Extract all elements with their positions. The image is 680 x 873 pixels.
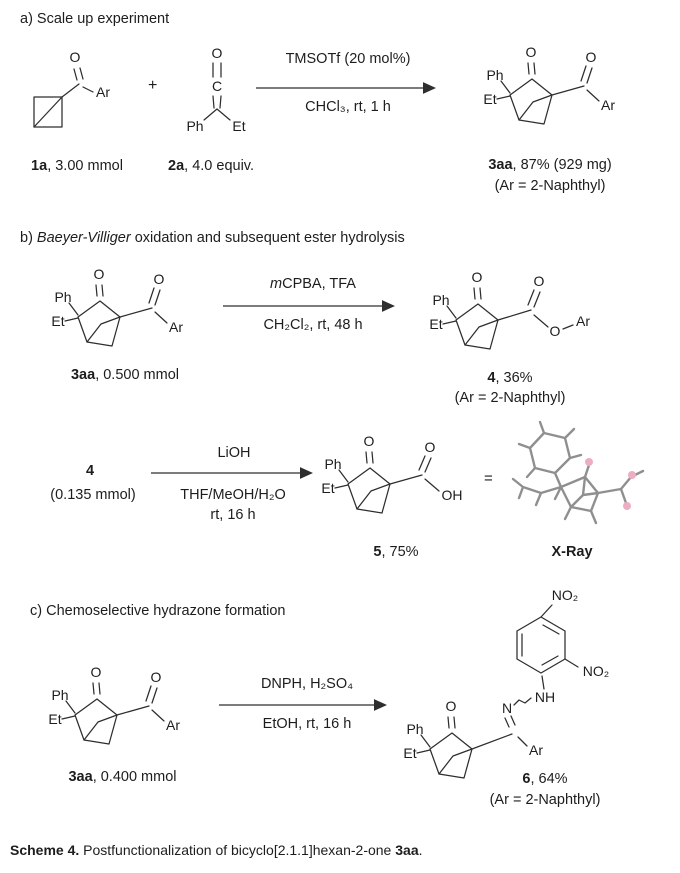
structure-4: O O Ar xyxy=(428,268,590,350)
section-b-heading: b) Baeyer-Villiger oxidation and subsequ… xyxy=(20,230,405,246)
reaction-arrow-b1 xyxy=(223,300,395,312)
label-4: 4, 36% xyxy=(487,370,533,386)
atom-label-no2-top: NO₂ xyxy=(552,587,578,603)
atom-label-c: C xyxy=(212,78,222,94)
label-5: 5, 75% xyxy=(373,544,419,560)
label-4-reactant: 4 xyxy=(85,463,95,479)
atom-label-oh: OH xyxy=(442,487,463,503)
section-c-heading: c) Chemoselective hydrazone formation xyxy=(30,603,286,619)
structure-2a: O C Ph Et xyxy=(186,45,245,134)
structure-3aa-reactant-b: O Ar xyxy=(50,265,183,347)
atom-label-o: O xyxy=(154,271,165,287)
structure-1a: O Ar xyxy=(33,49,110,128)
structure-3aa-reactant-c: O Ar xyxy=(47,663,180,745)
label-3aa-product: 3aa, 87% (929 mg) xyxy=(488,157,612,173)
conditions-b1-below: CH₂Cl₂, rt, 48 h xyxy=(263,317,363,333)
section-a-heading: a) Scale up experiment xyxy=(20,11,170,27)
conditions-b2-below2: rt, 16 h xyxy=(210,507,256,523)
xray-structure-image xyxy=(511,420,645,525)
conditions-a-below: CHCl₃, rt, 1 h xyxy=(305,99,391,115)
atom-label-ar: Ar xyxy=(166,717,180,733)
conditions-b2-above: LiOH xyxy=(217,445,251,461)
atom-label-et: Et xyxy=(232,118,245,134)
conditions-a-above: TMSOTf (20 mol%) xyxy=(285,51,411,67)
conditions-c-below: EtOH, rt, 16 h xyxy=(262,716,352,732)
note-ar-6: (Ar = 2-Naphthyl) xyxy=(489,792,601,808)
structure-6: N NH NO₂ NO₂ Ar xyxy=(402,587,609,779)
equals-sign: = xyxy=(484,470,493,487)
xray-oxygen-atoms xyxy=(585,458,636,510)
atom-label-ar: Ar xyxy=(601,97,615,113)
label-xray: X-Ray xyxy=(551,544,593,560)
atom-label-n: N xyxy=(502,700,512,716)
note-ar-4: (Ar = 2-Naphthyl) xyxy=(454,390,566,406)
atom-label-nh: NH xyxy=(535,689,555,705)
label-1a: 1a, 3.00 mmol xyxy=(31,158,123,174)
label-2a: 2a, 4.0 equiv. xyxy=(168,158,254,174)
note-ar-a: (Ar = 2-Naphthyl) xyxy=(494,178,606,194)
label-4-amount: (0.135 mmol) xyxy=(50,487,136,503)
conditions-b2-below1: THF/MeOH/H₂O xyxy=(180,487,286,503)
reaction-arrow-c xyxy=(219,699,387,711)
structure-3aa-product: O Ar xyxy=(482,43,615,125)
structure-5: O OH xyxy=(320,432,463,514)
atom-label-ph: Ph xyxy=(186,118,203,134)
atom-label-ar: Ar xyxy=(576,313,590,329)
atom-label-o: O xyxy=(425,439,436,455)
atom-label-o: O xyxy=(151,669,162,685)
atom-label-o: O xyxy=(534,273,545,289)
atom-label-o: O xyxy=(586,49,597,65)
atom-label-no2-right: NO₂ xyxy=(583,663,609,679)
scheme-caption: Scheme 4. Postfunctionalization of bicyc… xyxy=(10,842,423,858)
atom-label-ar: Ar xyxy=(529,742,543,758)
atom-label-ar: Ar xyxy=(96,84,110,100)
plus-sign: + xyxy=(148,77,158,94)
label-6: 6, 64% xyxy=(522,771,568,787)
label-3aa-c: 3aa, 0.400 mmol xyxy=(68,769,177,785)
label-3aa-b: 3aa, 0.500 mmol xyxy=(70,367,180,383)
reaction-arrow-b2 xyxy=(151,467,313,479)
atom-label-o-ester: O xyxy=(550,323,561,339)
conditions-c-above: DNPH, H₂SO₄ xyxy=(260,676,354,692)
conditions-b1-above: mCPBA, TFA xyxy=(270,276,356,292)
atom-label-ar: Ar xyxy=(169,319,183,335)
atom-label-o: O xyxy=(212,45,223,61)
reaction-arrow-a xyxy=(256,82,436,94)
atom-label-o: O xyxy=(70,49,81,65)
